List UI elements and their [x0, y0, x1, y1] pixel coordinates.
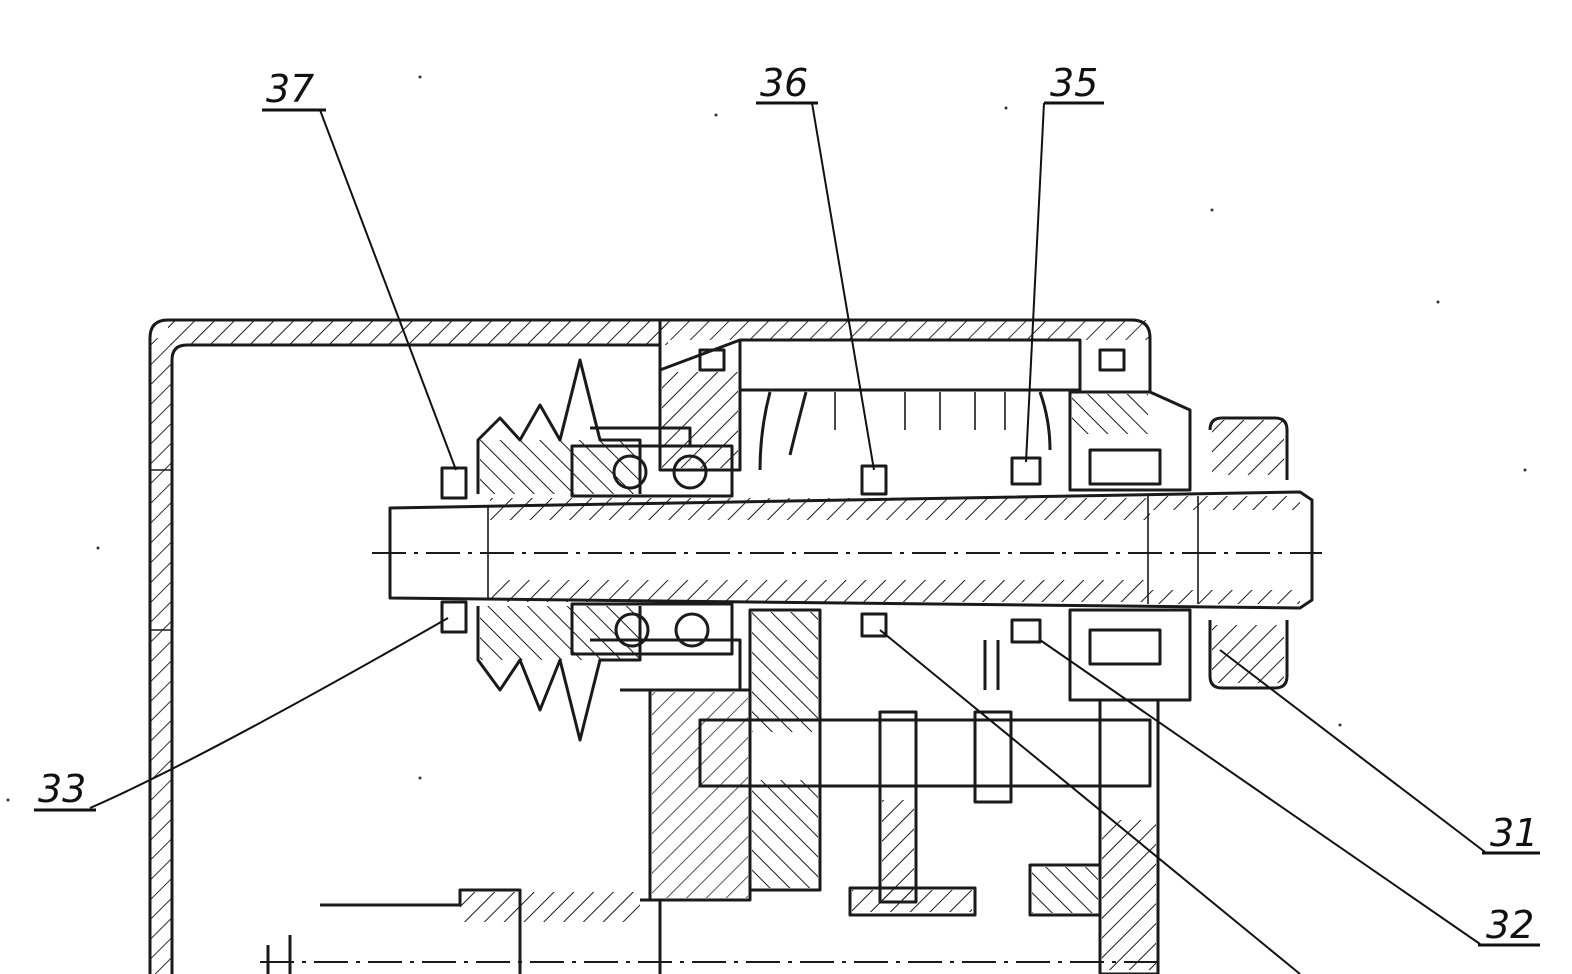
fasteners	[440, 348, 1126, 644]
callout-36-label: 36	[760, 61, 808, 105]
main-spindle	[372, 490, 1322, 610]
leader-lines	[89, 102, 1486, 974]
callout-33: 33	[34, 767, 96, 812]
callout-31-label: 31	[1490, 811, 1538, 855]
leader-33	[89, 617, 449, 809]
callout-37: 37	[262, 67, 326, 112]
scan-specks	[6, 75, 1527, 802]
leader-36	[811, 102, 875, 471]
callout-32: 32	[1478, 903, 1540, 947]
callout-35: 35	[1044, 61, 1104, 105]
callout-33-label: 33	[38, 767, 86, 811]
callout-36: 36	[756, 61, 818, 105]
leader-35	[1025, 102, 1045, 463]
callout-35-label: 35	[1050, 61, 1098, 105]
lower-gear-train	[648, 608, 1160, 974]
callout-37-label: 37	[266, 67, 314, 111]
bottom-shaft	[260, 886, 1160, 974]
callout-32-label: 32	[1486, 903, 1534, 947]
bearing-housing-right	[1068, 390, 1289, 702]
callout-31: 31	[1482, 811, 1540, 855]
leader-37	[319, 109, 457, 471]
leader-32	[1039, 639, 1481, 945]
leader-34	[879, 629, 1301, 974]
clutch-disc-pack	[758, 391, 1052, 471]
leader-31	[1219, 649, 1486, 853]
central-housing-block	[658, 338, 1082, 472]
v-belt-pulley	[476, 358, 642, 742]
